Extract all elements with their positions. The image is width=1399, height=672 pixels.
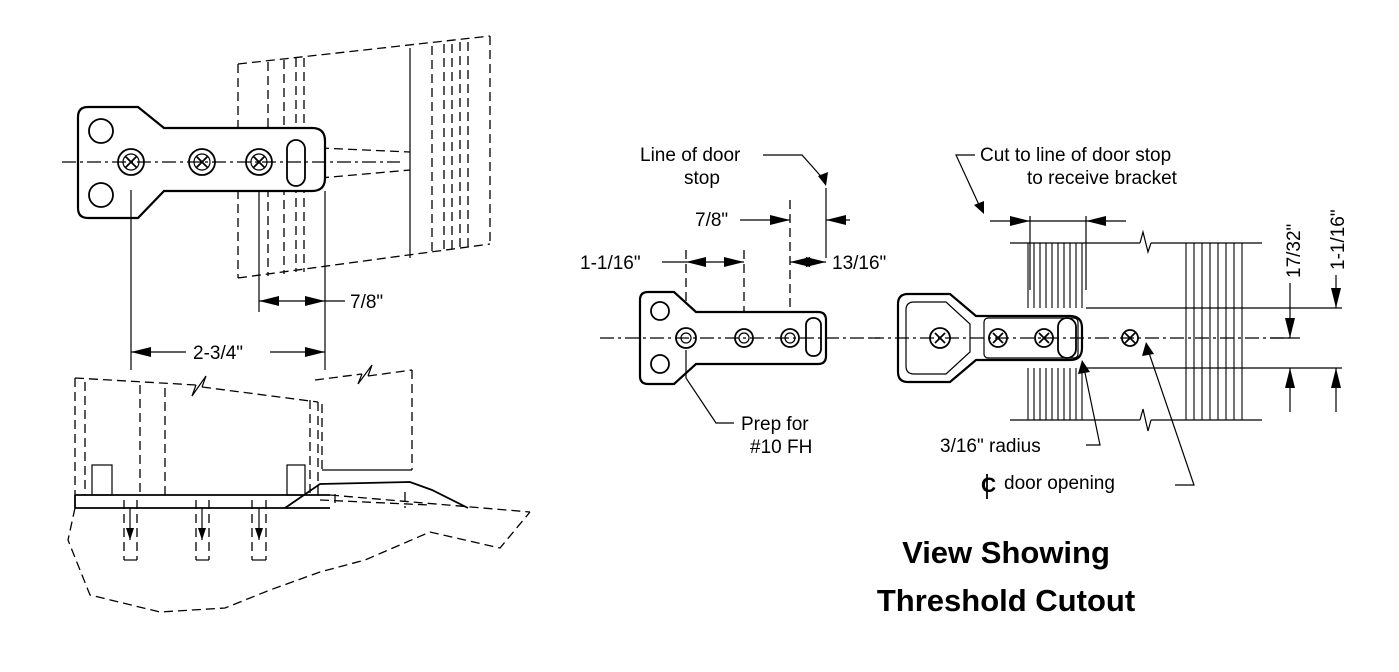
- screw-icon: [988, 328, 1008, 348]
- prep-label-2: #10 FH: [750, 437, 812, 458]
- threshold-ribs: [1010, 229, 1342, 432]
- screw-icon: [188, 148, 216, 176]
- dim-1-1-16-mid: 1-1/16": [580, 253, 641, 274]
- dim-17-32: 17/32": [1284, 224, 1305, 278]
- cutout-inner-outline: [905, 301, 971, 375]
- drawing-title-line-2: Threshold Cutout: [877, 583, 1135, 618]
- middle-bracket-view: Line of door stop 7/8" 1-1/16" 13/16": [580, 145, 886, 458]
- screw-icon: [929, 327, 951, 349]
- threshold-section: [67, 364, 531, 613]
- dim-7-8-mid: 7/8": [695, 210, 728, 231]
- screw-icon: [117, 148, 145, 176]
- line-of-door-stop-label-1: Line of door: [640, 145, 741, 166]
- cut-note-line-1: Cut to line of door stop: [980, 145, 1171, 166]
- cut-note-line-2: to receive bracket: [1027, 168, 1178, 189]
- centerline-symbol-icon: C: [981, 474, 996, 499]
- dim-1-1-16-vertical: 1-1/16": [1328, 209, 1349, 270]
- screw-icon: [1121, 329, 1139, 347]
- left-bracket-view: 7/8" 2-3/4": [62, 35, 531, 613]
- drawing-title-line-1: View Showing: [902, 535, 1110, 570]
- anchor-screw-icon: [195, 500, 210, 561]
- screw-icon: [245, 148, 273, 176]
- centerline-label: door opening: [1004, 473, 1115, 494]
- dim-13-16: 13/16": [832, 253, 886, 274]
- svg-text:C: C: [981, 474, 996, 497]
- dim-7-8-left: 7/8": [350, 292, 383, 313]
- anchor-screw-icon: [123, 500, 138, 561]
- line-of-door-stop-label-2: stop: [684, 168, 720, 189]
- slot-hole: [286, 139, 306, 187]
- dim-2-3-4: 2-3/4": [193, 343, 243, 364]
- prep-label-1: Prep for: [741, 414, 809, 435]
- threshold-cutout-view: Cut to line of door stop to receive brac…: [870, 145, 1349, 499]
- screw-icon: [1034, 328, 1054, 348]
- radius-label: 3/16" radius: [940, 436, 1041, 457]
- anchor-screw-icon: [251, 500, 267, 561]
